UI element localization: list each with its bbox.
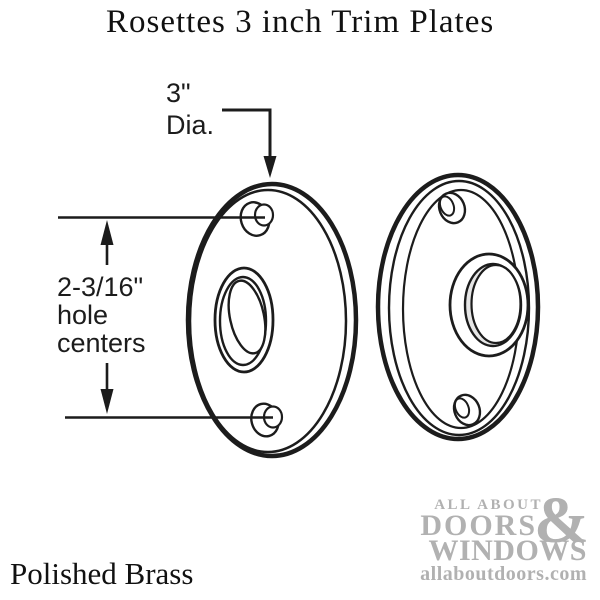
diameter-arrow-down-icon <box>263 156 277 178</box>
diameter-leader-line <box>222 108 272 157</box>
watermark-ampersand-icon: & <box>534 484 589 557</box>
left-plate-rim-line <box>188 188 348 454</box>
right-plate-top-screw-hole-countersink <box>438 195 456 217</box>
dimension-lines <box>58 108 277 419</box>
left-plate-center-bore <box>227 279 267 355</box>
watermark-website: allaboutdoors.com <box>420 563 587 585</box>
hole-centers-arrow-down-icon <box>100 389 114 414</box>
page-title: Rosettes 3 inch Trim Plates <box>106 4 495 40</box>
left-trim-plate <box>185 181 359 459</box>
hole-centers-annotation-line1: 2-3/16" <box>57 272 144 302</box>
finish-label: Polished Brass <box>10 556 194 591</box>
right-plate-bottom-screw-hole-countersink <box>453 397 471 419</box>
brand-watermark: ALL ABOUT DOORS WINDOWS allaboutdoors.co… <box>420 488 589 585</box>
hole-centers-annotation: 2-3/16" hole centers <box>57 273 146 357</box>
hole-centers-annotation-line3: centers <box>57 328 146 358</box>
watermark-brand-top: ALL ABOUT <box>434 497 543 513</box>
hole-centers-annotation-line2: hole <box>57 300 109 330</box>
diameter-annotation-line2: Dia. <box>166 110 215 140</box>
right-trim-plate <box>375 172 541 442</box>
left-plate-top-screw-hole-countersink <box>253 203 275 227</box>
watermark-brand-bottom: WINDOWS <box>428 534 587 567</box>
hole-centers-arrow-up-icon <box>100 220 114 245</box>
diameter-annotation: 3" Dia. <box>166 77 214 141</box>
right-plate-center-bore <box>470 263 522 345</box>
diameter-annotation-line1: 3" <box>166 78 191 108</box>
watermark-brand-mid: DOORS <box>420 509 537 542</box>
